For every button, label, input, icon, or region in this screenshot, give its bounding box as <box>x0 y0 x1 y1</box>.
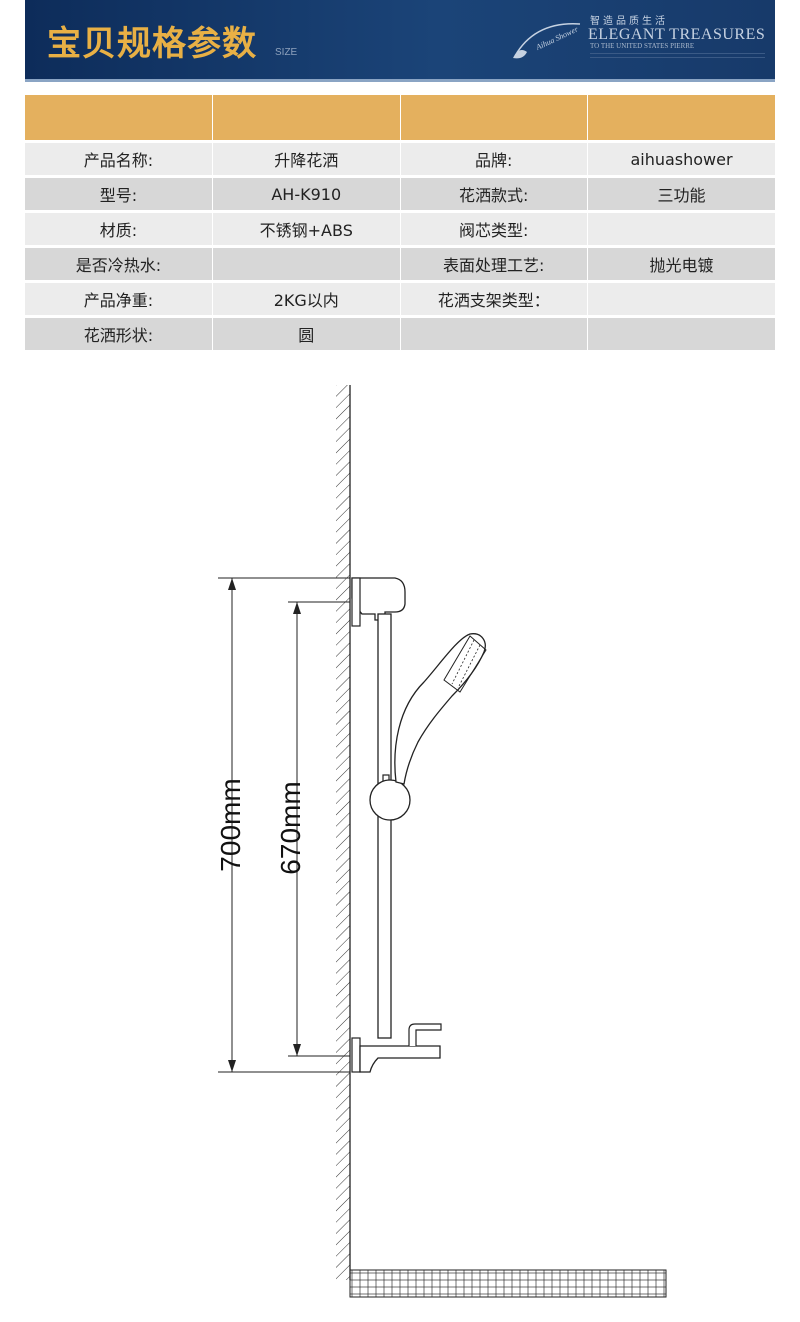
spec-value: 圆 <box>212 315 400 350</box>
spec-value: AH-K910 <box>212 175 400 212</box>
spec-value <box>587 315 775 350</box>
spec-value <box>587 280 775 317</box>
table-row: 型号: AH-K910 花洒款式: 三功能 <box>25 175 775 212</box>
dimension-700-label: 700mm <box>215 778 246 871</box>
spec-value <box>212 245 400 282</box>
brand-subtitle: TO THE UNITED STATES PIERRE <box>590 42 695 50</box>
spec-label: 是否冷热水: <box>25 245 213 282</box>
spec-value: 三功能 <box>587 175 775 212</box>
spec-value: 2KG以内 <box>212 280 400 317</box>
slide-bar <box>377 613 392 1039</box>
spec-label: 花洒款式: <box>399 175 588 212</box>
dimension-700: 700mm <box>215 577 350 1073</box>
logo-text: Aihua Shower <box>534 24 580 52</box>
spec-value: 升降花洒 <box>212 140 400 177</box>
slogan-text: 智造品质生活 <box>590 16 668 27</box>
spec-label: 产品名称: <box>25 140 213 177</box>
header-cell <box>212 95 400 142</box>
header-cell <box>25 95 213 142</box>
size-label: SIZE <box>275 47 298 58</box>
brand-logo: Aihua Shower <box>513 23 580 59</box>
bottom-bracket <box>351 1023 442 1073</box>
spec-label: 阀芯类型: <box>399 210 588 247</box>
spec-value: 不锈钢+ABS <box>212 210 400 247</box>
decorative-lines <box>590 53 765 61</box>
spec-label: 材质: <box>25 210 213 247</box>
wall <box>336 385 351 1280</box>
spec-label: 表面处理工艺: <box>399 245 588 282</box>
slider-knob <box>369 774 411 821</box>
floor <box>349 1269 667 1298</box>
shower-dimension-drawing: 700mm 670mm <box>215 385 667 1298</box>
table-row: 产品净重: 2KG以内 花洒支架类型： <box>25 280 775 317</box>
table-header-row <box>25 95 775 142</box>
table-row: 产品名称: 升降花洒 品牌: aihuashower <box>25 140 775 177</box>
dimension-670-label: 670mm <box>275 781 306 874</box>
page-title: 宝贝规格参数 <box>47 24 257 64</box>
dimension-670: 670mm <box>275 601 350 1057</box>
table-row: 是否冷热水: 表面处理工艺: 抛光电镀 <box>25 245 775 282</box>
hand-shower <box>394 633 487 785</box>
header-banner: 宝贝规格参数 SIZE Aihua Shower 智造品质生活 ELEGANT … <box>25 0 775 82</box>
spec-label: 型号: <box>25 175 213 212</box>
spec-label: 花洒支架类型： <box>399 280 588 317</box>
brand-name: ELEGANT TREASURES <box>588 26 766 43</box>
header-cell <box>399 95 588 142</box>
spec-value: 抛光电镀 <box>587 245 775 282</box>
spec-label: 产品净重: <box>25 280 213 317</box>
spec-value <box>587 210 775 247</box>
header-cell <box>587 95 775 142</box>
spec-label: 品牌: <box>399 140 588 177</box>
spec-table: 产品名称: 升降花洒 品牌: aihuashower 型号: AH-K910 花… <box>25 95 775 350</box>
spec-value: aihuashower <box>587 140 775 177</box>
top-bracket <box>351 577 406 627</box>
table-row: 材质: 不锈钢+ABS 阀芯类型: <box>25 210 775 247</box>
table-row: 花洒形状: 圆 <box>25 315 775 350</box>
spec-label <box>399 315 588 350</box>
spec-label: 花洒形状: <box>25 315 213 350</box>
